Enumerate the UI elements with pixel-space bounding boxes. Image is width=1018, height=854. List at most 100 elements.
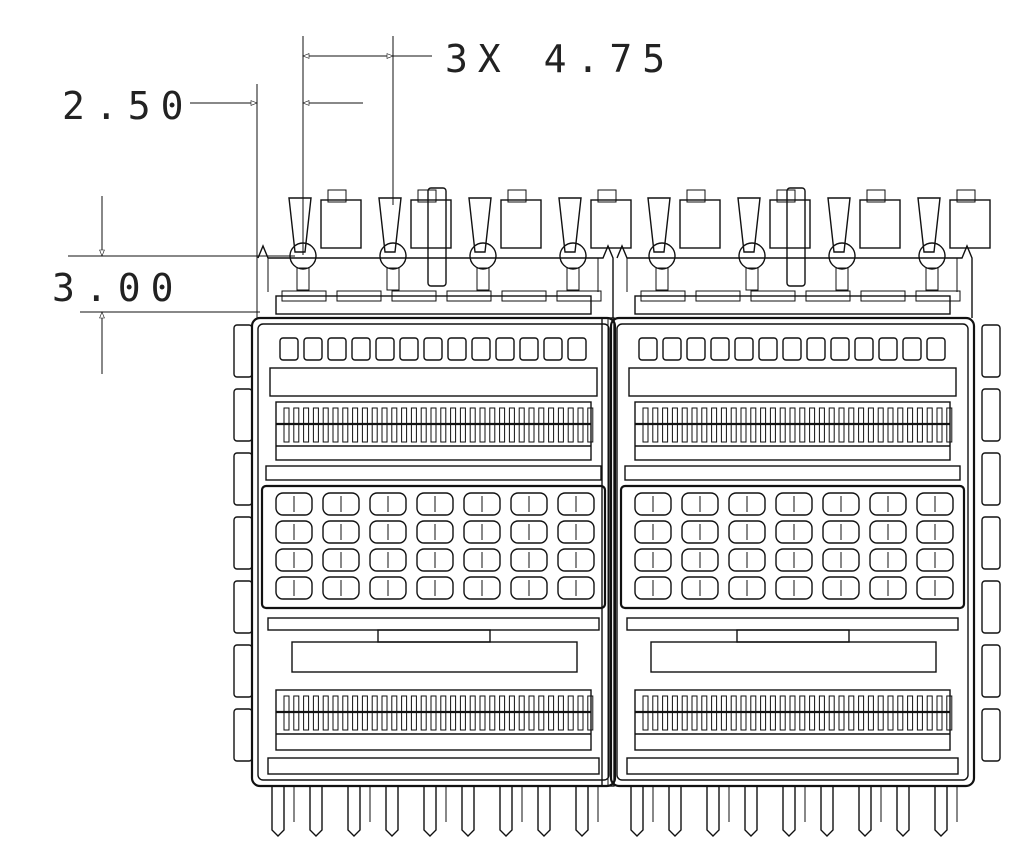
lower-housing [650,641,937,673]
latch-finger [917,197,941,253]
port-latch [647,189,721,291]
grid-window [275,492,313,516]
latch-cap [776,189,796,203]
upper-housing [628,367,957,397]
side-tab [981,708,1001,762]
grid-window [775,492,813,516]
board-foot [820,786,834,837]
latch-block [949,199,991,249]
board-foot [423,786,437,837]
guide-pin [918,242,946,270]
guide-pin [738,242,766,270]
side-tab [233,388,253,442]
offset-dimension-label: 2.50 [62,84,194,128]
latch-cap [507,189,527,203]
latch-block [590,199,632,249]
vent-window [567,337,587,361]
vent-window [447,337,467,361]
grid-window [681,576,719,600]
vent-window [902,337,922,361]
top-bracket [616,244,973,318]
vent-window [399,337,419,361]
center-post [427,187,447,287]
bottom-rail [626,757,959,775]
grid-window [463,576,501,600]
top-rail [275,295,592,315]
rail-slot [750,290,796,302]
grid-window [557,576,595,600]
vent-window [782,337,802,361]
vent-window [878,337,898,361]
lower-contacts-frame [634,689,951,751]
latch-finger [378,197,402,253]
vent-window [662,337,682,361]
cage-inner [257,323,610,781]
grid-window [822,548,860,572]
height-dimension-label: 3.00 [52,266,184,310]
port-latch [917,189,991,291]
side-tab [233,324,253,378]
grid-window [369,520,407,544]
grid-window [416,548,454,572]
vent-window [926,337,946,361]
grid-window [275,576,313,600]
mid-rail [624,465,961,481]
grid-window [775,548,813,572]
rail-slot [501,290,547,302]
rail-slot [281,290,327,302]
vent-window [423,337,443,361]
port-latch [827,189,901,291]
pitch-dimension-label: 3X 4.75 [445,37,675,81]
vent-window [519,337,539,361]
grid-window [822,492,860,516]
latch-finger [737,197,761,253]
connector-module-2 [609,187,1001,837]
grid-window [822,576,860,600]
board-foot [499,786,513,837]
rail-slot [860,290,906,302]
port-latch [378,189,452,291]
grid-window [557,548,595,572]
dimension-annotations: 3X 4.75 2.50 3.00 [52,36,675,374]
lower-key [736,629,850,643]
window-grid-frame [619,484,966,610]
pin-stem [925,267,939,291]
grid-window [369,548,407,572]
latch-cap [597,189,617,203]
port-latch [468,189,542,291]
cage-outline [250,316,617,788]
grid-window [557,520,595,544]
grid-window [681,520,719,544]
side-tab [981,580,1001,634]
latch-block [859,199,901,249]
latch-block [500,199,542,249]
side-tab [233,452,253,506]
lower-housing [291,641,578,673]
side-tab [981,644,1001,698]
grid-window [681,548,719,572]
latch-cap [686,189,706,203]
pin-stem [745,267,759,291]
vent-window [351,337,371,361]
window-grid-frame [260,484,607,610]
grid-window [634,520,672,544]
mid-rail [265,465,602,481]
grid-window [369,576,407,600]
grid-window [775,520,813,544]
grid-window [510,576,548,600]
pitch-dimension: 3X 4.75 [302,36,675,255]
lower-rail [626,617,959,631]
rail-slot [695,290,741,302]
latch-finger [647,197,671,253]
grid-window [463,548,501,572]
side-tab [981,324,1001,378]
guide-pin [559,242,587,270]
grid-window [416,492,454,516]
grid-window [916,548,954,572]
grid-window [510,492,548,516]
vent-window [327,337,347,361]
latch-finger [288,197,312,253]
lower-contacts-frame [275,689,592,751]
board-foot [347,786,361,837]
side-tab [233,516,253,570]
